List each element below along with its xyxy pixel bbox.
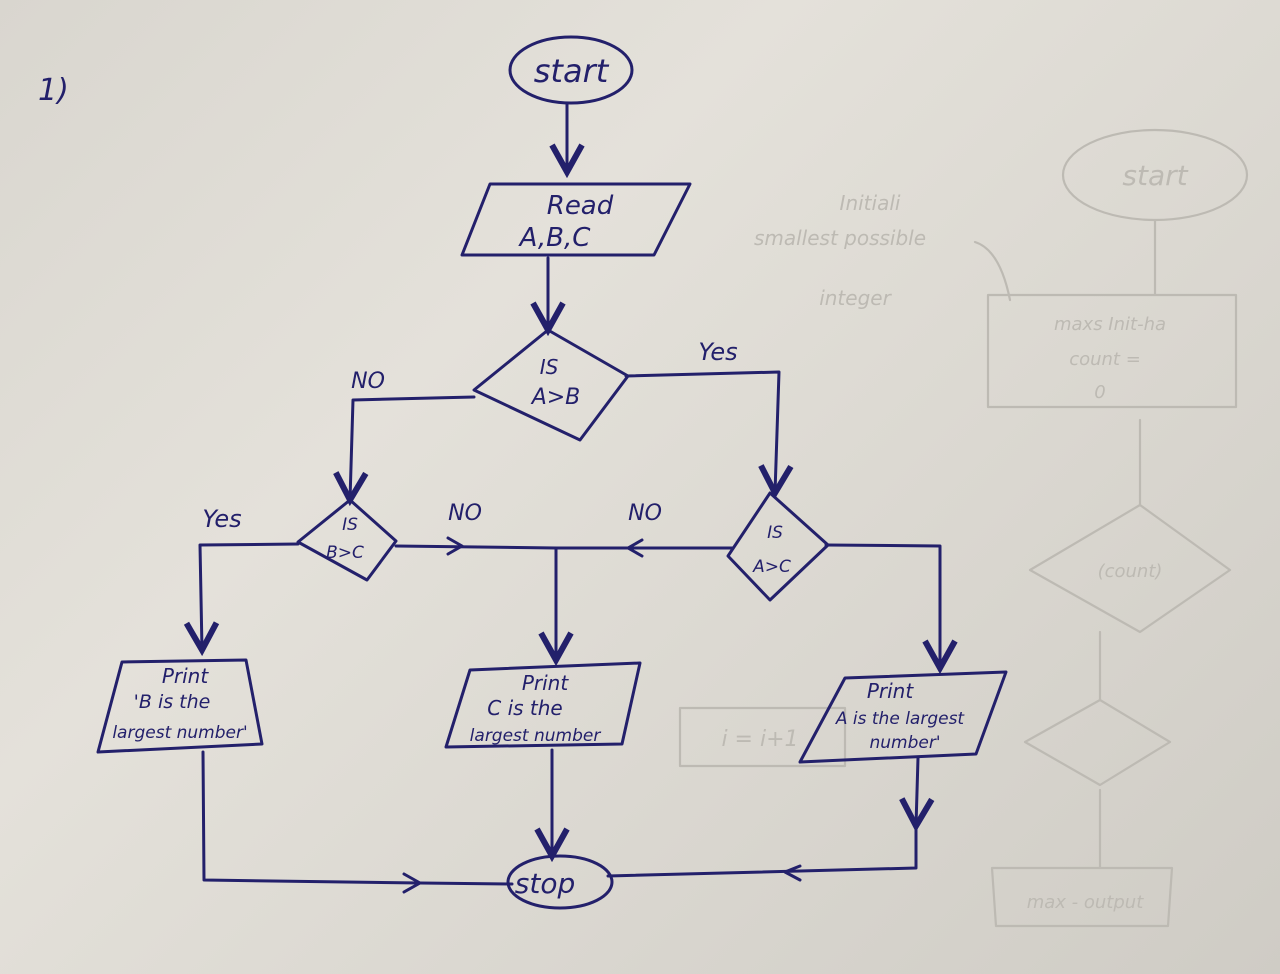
read-label-line-1: Read	[547, 191, 614, 221]
print-a-box	[798, 670, 1008, 764]
read-label-line-2: A,B,C	[518, 223, 592, 253]
decision-ac-line-1: IS	[767, 523, 783, 543]
print-c-line-3: largest number	[470, 726, 602, 746]
print-a-line-1: Print	[867, 679, 915, 703]
arrowhead-ac-no	[626, 538, 644, 558]
decision-ab-line-2: A>B	[530, 385, 581, 410]
print-a-line-3: number'	[869, 733, 940, 753]
arrowhead-a-stop	[783, 864, 802, 882]
label-ac-no: NO	[628, 501, 662, 526]
print-c-line-2: C is the	[487, 696, 562, 720]
bleed-note-line-3: integer	[819, 286, 892, 310]
bleed-note-line-1: Initiali	[840, 191, 901, 215]
edge-bc-yes	[200, 542, 300, 650]
bleed-start-text: start	[1122, 159, 1188, 192]
start-terminal	[508, 35, 634, 105]
print-c-box	[444, 661, 642, 749]
bleed-process-box	[986, 293, 1238, 409]
print-b-line-3: largest number'	[112, 723, 247, 743]
edge-print-b-to-stop	[201, 750, 422, 885]
read-input-box	[460, 182, 692, 257]
label-ab-yes: Yes	[698, 338, 737, 366]
bleed-decision-text: (count)	[1098, 561, 1163, 582]
bleed-process-line-3: 0	[1094, 382, 1105, 403]
edge-b-stop-tail	[418, 881, 514, 886]
arrowhead-bc-no	[446, 536, 464, 556]
label-bc-no: NO	[448, 501, 482, 526]
bleed-process-line-1: maxs Init-ha	[1054, 314, 1166, 335]
bleed-note-line-2: smallest possible	[754, 226, 926, 250]
print-b-line-1: Print	[162, 664, 210, 688]
print-b-box	[96, 658, 264, 754]
decision-ab-line-1: IS	[540, 355, 559, 379]
edge-ac-yes	[824, 543, 940, 668]
print-a-line-2: A is the largest	[835, 709, 966, 729]
stop-label: stop	[515, 867, 575, 900]
edge-ab-yes	[624, 370, 779, 493]
bleed-through-flowchart: start Initiali smallest possible integer…	[678, 128, 1249, 928]
decision-a-gt-b	[472, 328, 630, 442]
bleed-output-box	[990, 866, 1174, 928]
bleed-increment-box	[678, 706, 847, 768]
edge-bc-no	[394, 544, 558, 550]
edge-ab-no	[350, 395, 476, 500]
edge-print-a-down	[916, 756, 918, 826]
bleed-increment-text: i = i+1	[721, 727, 798, 752]
bleed-process-line-2: count =	[1069, 349, 1141, 370]
question-number: 1)	[38, 73, 69, 108]
stop-terminal	[506, 854, 614, 910]
bleed-note-connector	[973, 240, 1012, 302]
bleed-decision	[1028, 503, 1232, 634]
decision-b-gt-c	[296, 498, 398, 582]
bleed-decision-2	[1023, 698, 1172, 787]
label-bc-yes: Yes	[202, 505, 241, 533]
decision-a-gt-c	[726, 491, 830, 602]
decision-ac-line-2: A>C	[752, 557, 791, 577]
start-label: start	[534, 52, 610, 90]
label-ab-no: NO	[351, 369, 385, 394]
print-b-line-2: 'B is the	[134, 691, 211, 713]
bleed-output-text: max - output	[1027, 892, 1144, 913]
print-c-line-1: Print	[522, 671, 570, 695]
decision-bc-line-2: B>C	[326, 543, 364, 563]
edge-print-a-to-stop	[606, 824, 918, 878]
decision-bc-line-1: IS	[342, 515, 358, 535]
